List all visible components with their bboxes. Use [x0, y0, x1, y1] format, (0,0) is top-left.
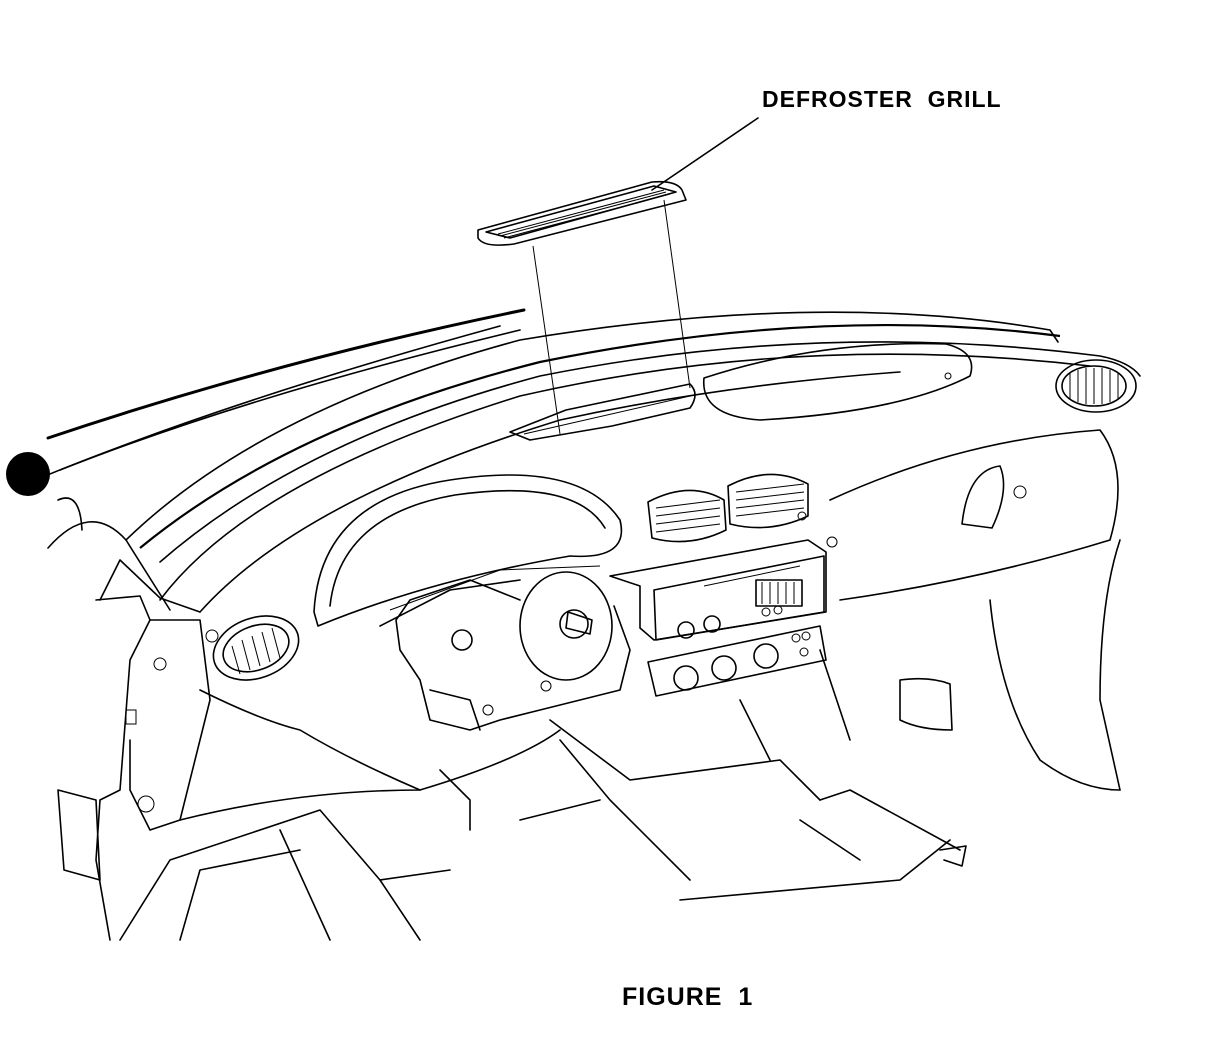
- left-lower-dash: [57, 595, 561, 941]
- glovebox-door: [797, 429, 1119, 601]
- dashboard-top: [47, 311, 1141, 613]
- radio-center-stack: [609, 539, 827, 641]
- defroster-slot: [509, 383, 696, 441]
- defroster-grill-label: DEFROSTER GRILL: [762, 86, 1002, 112]
- defroster-grill-part: [477, 180, 687, 246]
- floor-structure: [119, 649, 967, 941]
- right-side-vent: [1055, 359, 1137, 413]
- climate-control-panel: [647, 625, 827, 697]
- upper-glovebox-panel: [703, 342, 973, 421]
- projection-lines: [532, 199, 691, 435]
- left-side-vent: [205, 615, 300, 681]
- right-door-opening: [899, 539, 1121, 791]
- instrument-cluster-hood: [313, 474, 623, 627]
- windshield-edge: [39, 308, 526, 479]
- figure-caption: FIGURE 1: [622, 983, 754, 1011]
- steering-column: [379, 565, 631, 731]
- center-vents: [647, 473, 809, 543]
- left-side-mirror-knob: [6, 452, 50, 496]
- defroster-leader-line: [651, 117, 759, 191]
